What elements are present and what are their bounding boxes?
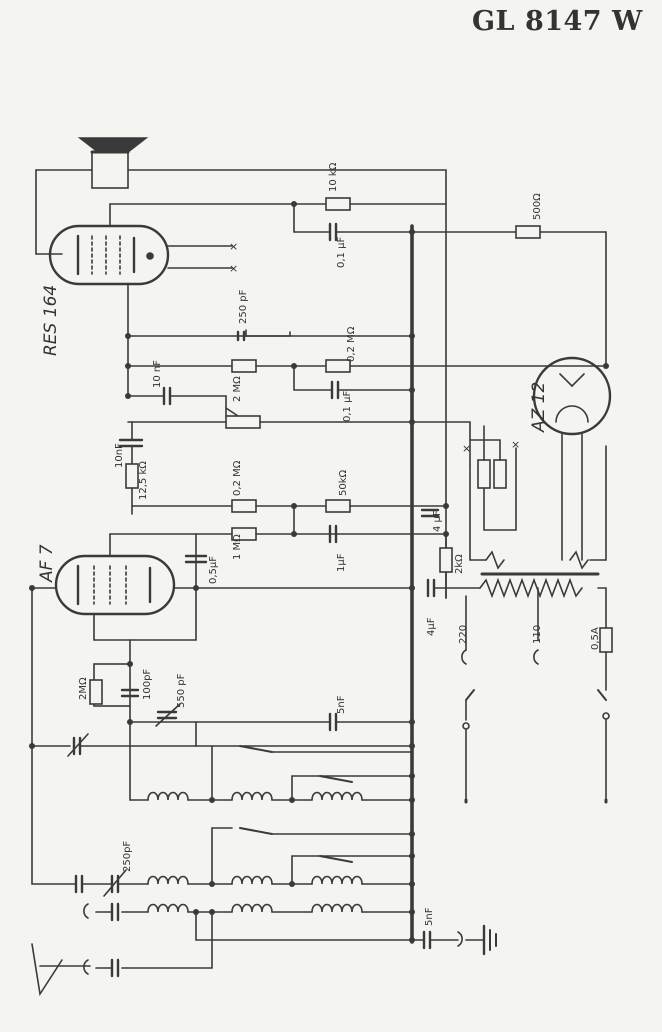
label-v110: 110 bbox=[532, 625, 543, 644]
label-r02b: 0,2 MΩ bbox=[232, 460, 243, 496]
lamp-2 bbox=[493, 459, 507, 489]
coil-row-1 bbox=[147, 791, 363, 801]
label-c10n: 10 nF bbox=[152, 360, 163, 388]
lamp-1 bbox=[477, 459, 491, 489]
label-r500: 500Ω bbox=[532, 193, 543, 220]
label-r50k: 50kΩ bbox=[338, 469, 349, 496]
resistor-12k5 bbox=[125, 463, 139, 489]
label-c5nA: 5nF bbox=[336, 695, 347, 714]
resistor-2M bbox=[231, 359, 257, 373]
antenna-icon bbox=[31, 943, 91, 997]
label-r02a: 0,2 MΩ bbox=[346, 326, 357, 362]
label-c550: 550 pF bbox=[176, 673, 187, 708]
label-c4uL: 4μF bbox=[426, 617, 437, 636]
x-mark-1: × bbox=[229, 240, 238, 253]
tube-res164 bbox=[48, 224, 170, 286]
resistor-50k bbox=[325, 499, 351, 513]
label-c250pf: 250pF bbox=[122, 841, 133, 872]
fuse-05A bbox=[599, 627, 613, 653]
tap-110 bbox=[533, 649, 539, 665]
coil-row-3 bbox=[147, 903, 363, 913]
loudspeaker-icon bbox=[77, 137, 149, 189]
tap-220 bbox=[461, 649, 467, 665]
junction-dots bbox=[29, 201, 609, 943]
tube-res164-label: RES 164 bbox=[41, 285, 61, 356]
label-c01b: 0,1 μF bbox=[342, 391, 353, 422]
svg-text:×: × bbox=[462, 442, 471, 455]
label-c250: 250 pF bbox=[238, 289, 249, 324]
ground-icon bbox=[465, 924, 497, 956]
label-r10k: 10 kΩ bbox=[328, 162, 339, 192]
tube-af7 bbox=[54, 554, 176, 616]
label-r125k: 12,5 kΩ bbox=[138, 461, 149, 500]
coil-row-2 bbox=[147, 875, 363, 885]
resistor-2k bbox=[439, 547, 453, 573]
tube-af7-label: AF 7 bbox=[37, 544, 57, 583]
label-c10nl: 10nF bbox=[114, 443, 125, 468]
power-transformer bbox=[479, 550, 600, 599]
anode-line bbox=[109, 203, 447, 227]
label-c4u: 4 μF bbox=[432, 510, 443, 532]
speaker-wire-right bbox=[127, 169, 447, 599]
label-f05: 0,5A bbox=[590, 627, 601, 650]
model-title: GL 8147 W bbox=[472, 6, 643, 37]
resistor-02M-b bbox=[231, 499, 257, 513]
resistor-10k bbox=[325, 197, 351, 211]
label-r2meg: 2 MΩ bbox=[232, 376, 243, 402]
tube-az12-label: AZ 12 bbox=[529, 382, 549, 433]
x-mark-2: × bbox=[229, 262, 238, 275]
svg-text:×: × bbox=[511, 438, 520, 451]
volume-potentiometer bbox=[225, 415, 261, 429]
label-c1u: 1μF bbox=[336, 553, 347, 572]
tube-az12 bbox=[532, 356, 612, 436]
label-c01top: 0,1 μF bbox=[336, 237, 347, 268]
label-v220: 220 bbox=[458, 625, 469, 644]
resistor-2M-left bbox=[89, 679, 103, 705]
label-r2megL: 2MΩ bbox=[78, 677, 89, 700]
resistor-500 bbox=[515, 225, 541, 239]
label-c05u: 0,5μF bbox=[208, 556, 219, 584]
label-c5nB: 5nF bbox=[424, 907, 435, 926]
label-c100: 100pF bbox=[142, 669, 153, 700]
speaker-wire-left bbox=[35, 169, 93, 255]
label-r1meg: 1 MΩ bbox=[232, 534, 243, 560]
label-r2k: 2kΩ bbox=[454, 554, 465, 574]
